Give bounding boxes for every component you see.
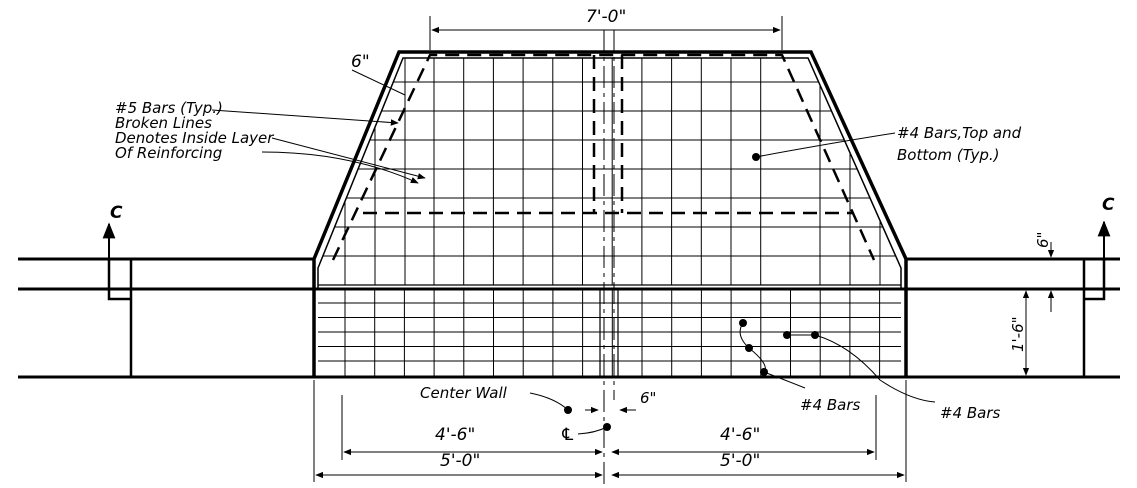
center-lines	[603, 30, 615, 488]
label-centerline: ℄	[560, 425, 575, 445]
label-bar5-line1: #5 Bars (Typ.)	[115, 99, 223, 117]
dimension-lines-bottom	[313, 380, 907, 482]
label-bar5-line3: Denotes Inside Layer	[115, 129, 274, 147]
label-bar4-top-line1: #4 Bars,Top and	[897, 124, 1022, 142]
side-walls	[107, 259, 1106, 377]
structure-outline	[312, 50, 908, 377]
label-center-cover: 6"	[640, 389, 656, 407]
slab-lines	[18, 257, 1120, 379]
bar4-top-leader	[755, 132, 896, 158]
slope-cover-leader	[351, 69, 406, 96]
dimension-top-width	[429, 16, 783, 50]
center-wall-leader	[529, 392, 569, 411]
center-wall-lines	[599, 289, 619, 377]
label-bar5-line2: Broken Lines	[115, 114, 212, 132]
wall-bar-leaders	[739, 322, 936, 403]
label-center-wall: Center Wall	[420, 384, 508, 402]
centerline-leader	[577, 426, 608, 435]
label-inner-right: 4'-6"	[720, 425, 760, 445]
label-wall-height: 1'-6"	[1009, 316, 1027, 352]
bar5-leaders	[211, 109, 426, 184]
label-section-left: C	[110, 203, 123, 223]
label-slope-cover: 6"	[351, 52, 370, 72]
inner-layer-dashed	[331, 53, 876, 261]
label-top-width: 7'-0"	[586, 7, 626, 27]
label-section-right: C	[1102, 195, 1115, 215]
label-slab-thickness: 6"	[1034, 232, 1052, 248]
label-bar4-a: #4 Bars	[800, 396, 861, 414]
center-wall-dot	[564, 406, 572, 414]
label-bar5-line4: Of Reinforcing	[115, 144, 222, 162]
label-inner-left: 4'-6"	[435, 425, 475, 445]
label-outer-right: 5'-0"	[720, 451, 760, 471]
label-bar4-b: #4 Bars	[940, 404, 1001, 422]
label-outer-left: 5'-0"	[440, 451, 480, 471]
wall-bar-dots	[739, 319, 819, 376]
label-bar4-top-line2: Bottom (Typ.)	[897, 146, 1000, 164]
reinforcing-grid	[318, 58, 901, 377]
inner-hoop	[317, 57, 902, 289]
